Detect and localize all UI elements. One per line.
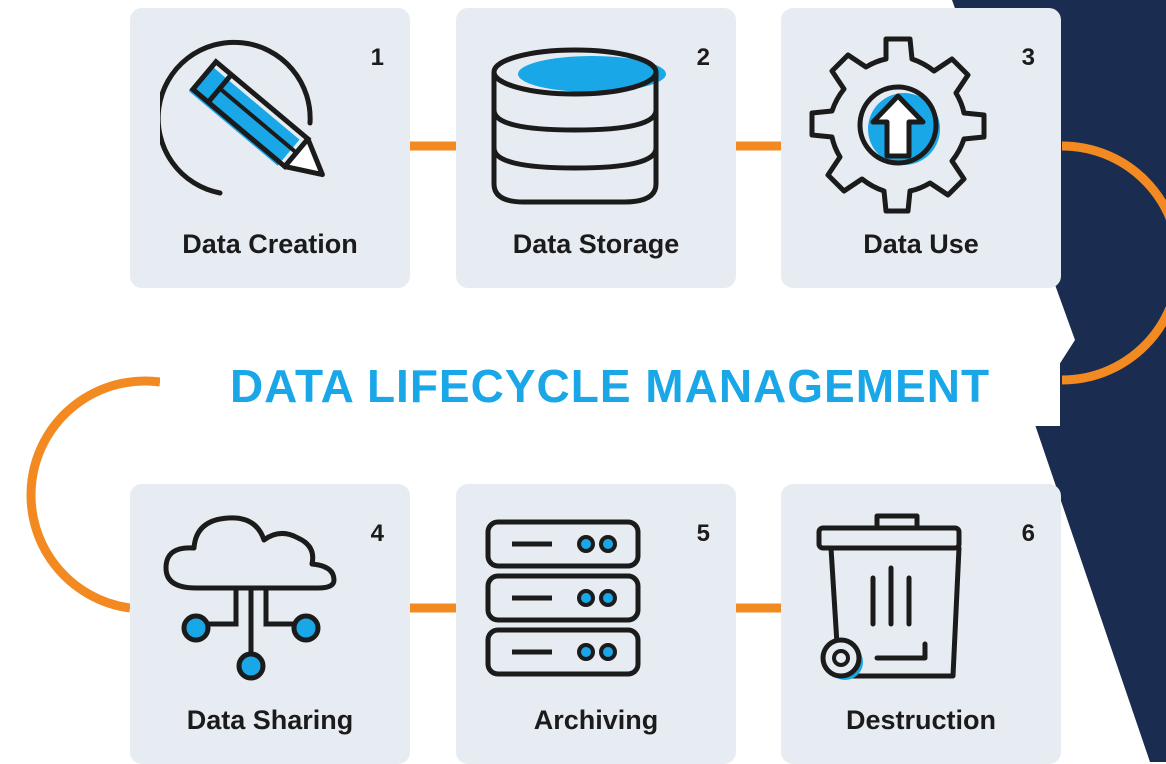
stage-card-data-storage: 2 Data Storage — [456, 8, 736, 288]
pencil-icon — [160, 39, 325, 196]
stage-number: 2 — [696, 44, 710, 71]
stage-label: Data Sharing — [186, 705, 354, 735]
database-icon — [491, 47, 666, 205]
trash-bin-icon — [816, 513, 962, 680]
gear-upload-icon — [809, 36, 987, 214]
stage-card-data-creation: 1 Data Creation — [130, 8, 410, 288]
stage-label: Destruction — [845, 705, 997, 735]
stage-card-destruction: 6 Destruction — [781, 484, 1061, 764]
stage-number: 3 — [1021, 44, 1035, 71]
stage-card-archiving: 5 Archiving — [456, 484, 736, 764]
cloud-network-icon — [163, 515, 337, 681]
stage-label: Archiving — [533, 705, 659, 735]
connector-arc-left — [26, 376, 161, 613]
diagram-title: DATA LIFECYCLE MANAGEMENT — [229, 360, 991, 412]
stage-number: 5 — [696, 520, 710, 547]
title-bar: DATA LIFECYCLE MANAGEMENT — [160, 346, 1060, 426]
stage-label: Data Use — [863, 229, 979, 259]
stage-number: 1 — [370, 44, 384, 71]
stage-number: 6 — [1021, 520, 1035, 547]
stage-card-data-use: 3 Data Use — [781, 8, 1061, 288]
server-stack-icon — [485, 519, 641, 677]
connector-arc-right — [1061, 141, 1166, 385]
stage-number: 4 — [370, 520, 384, 547]
stage-label: Data Creation — [182, 229, 358, 259]
stage-card-data-sharing: 4 Data Sharing — [130, 484, 410, 764]
stage-label: Data Storage — [512, 229, 680, 259]
